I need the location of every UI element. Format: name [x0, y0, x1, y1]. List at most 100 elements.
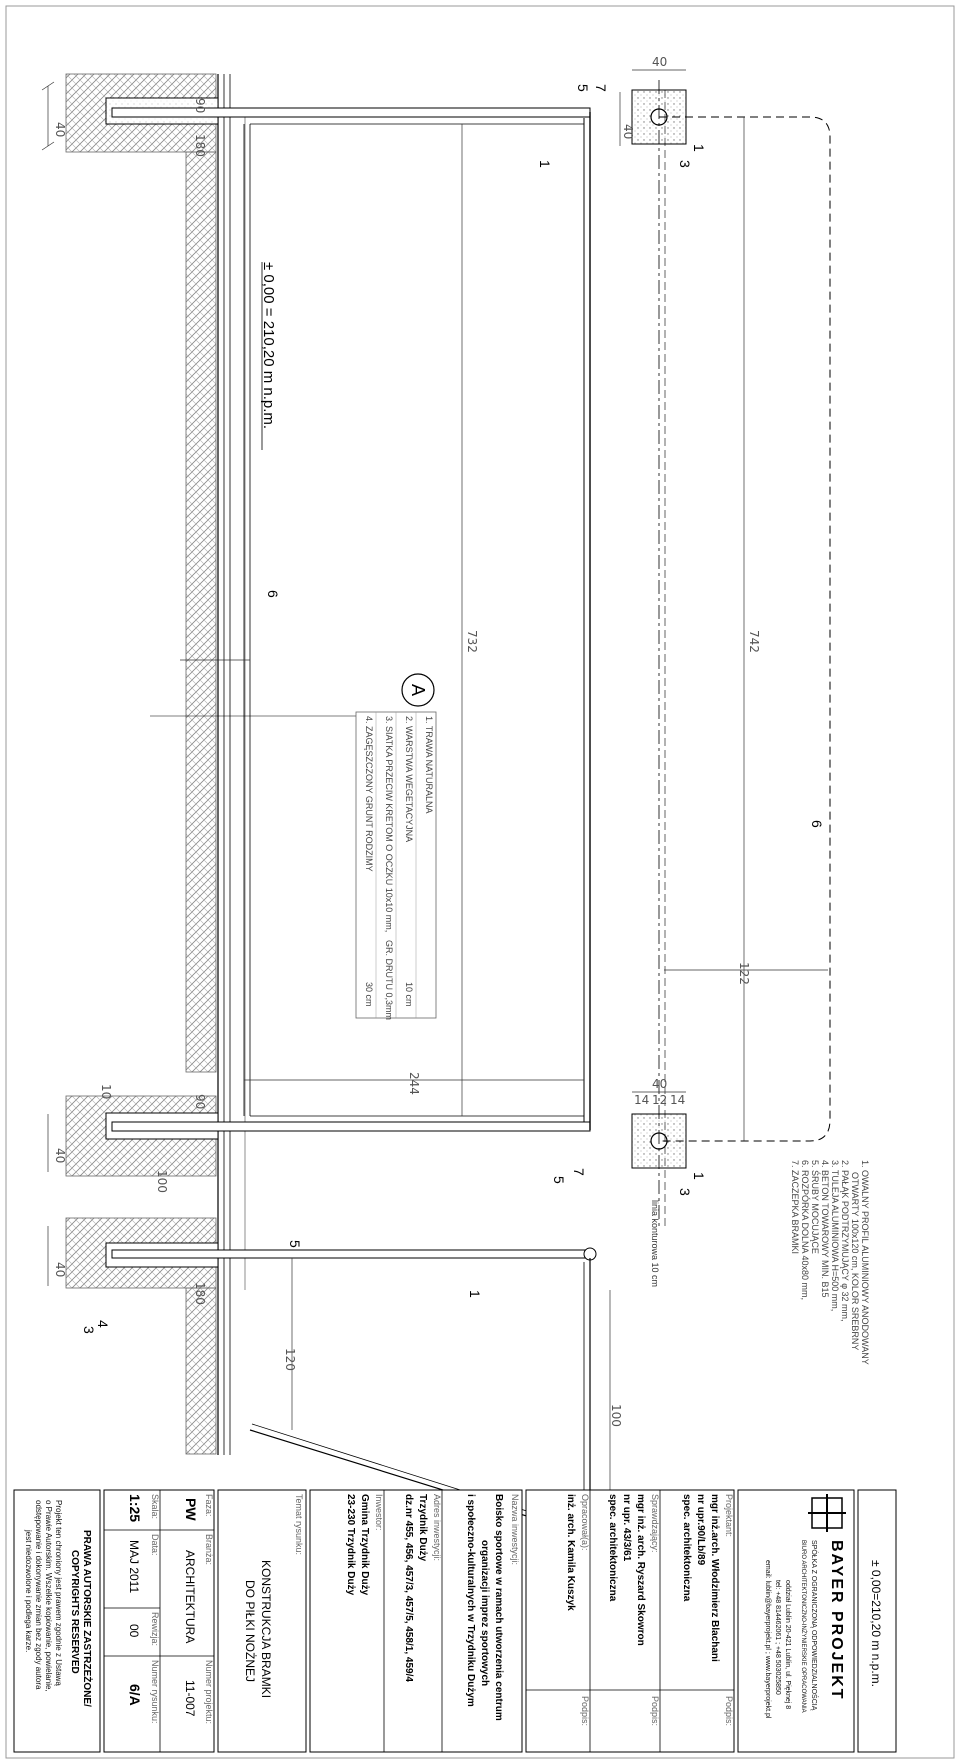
tb-temat-1: KONSTRUKCJA BRAMKI: [259, 1560, 273, 1698]
tb-company-phone: tel: +48 814462061 ; +48 503025850: [774, 1580, 781, 1695]
callout-7-bottom: 7: [571, 1168, 587, 1176]
tb-skala-label: Skala:: [150, 1494, 160, 1519]
tb-branza: ARCHITEKTURA: [183, 1550, 197, 1643]
tb-temat-label: Temat rysunku:: [294, 1494, 304, 1555]
dim-40-low: 40: [53, 1262, 67, 1277]
dim-732: 732: [465, 630, 479, 653]
callout-3-plan-bottom: 3: [677, 1188, 693, 1196]
dim-180-low: 180: [193, 1282, 207, 1305]
tb-podpis-3: Podpis:: [580, 1696, 590, 1726]
tb-sprawdzajacy-1: mgr inż. arch. Ryszard Skowron: [635, 1494, 646, 1646]
callout-6-net: 6: [265, 590, 281, 598]
tb-data-label: Data:: [150, 1534, 160, 1556]
callout-1-side: 1: [467, 1290, 483, 1298]
dim-90-top: 90: [193, 98, 207, 113]
tb-projektant-3: spec. architektoniczna: [681, 1494, 692, 1602]
callout-7-top: 7: [593, 84, 609, 92]
tb-inwestor-2: 23-230 Trzydnik Duży: [345, 1494, 356, 1596]
tb-inwestor-1: Gmina Trzydnik Duży: [359, 1494, 370, 1596]
tb-temat-2: DO PIŁKI NOŻNEJ: [243, 1580, 257, 1682]
dim-14-a: 14: [634, 1093, 649, 1107]
tb-copyright-title-2: COPYRIGHTS RESERVED: [69, 1550, 80, 1674]
callout-1-plan-bottom: 1: [691, 1172, 707, 1180]
tb-rewizja-label: Rewizja:: [150, 1612, 160, 1646]
callout-4-side: 4: [95, 1320, 111, 1328]
tb-elevation-box: [857, 1489, 897, 1753]
callout-3-side: 3: [81, 1326, 97, 1334]
tb-skala: 1:25: [127, 1494, 143, 1522]
layer-legend-1: 1. TRAWA NATURALNA: [424, 716, 434, 814]
callout-3-plan-top: 3: [677, 160, 693, 168]
tb-opracowal-label: Opracował(a):: [580, 1494, 590, 1551]
tb-people-box: [525, 1489, 735, 1753]
dim-100-side: 100: [609, 1404, 623, 1427]
tb-nazwa-3: i społeczno-kulturalnych w Trzydniku Duż…: [465, 1494, 476, 1707]
tb-faza: PW: [183, 1498, 199, 1521]
callout-6-plan: 6: [809, 820, 825, 828]
dim-14-b: 14: [670, 1093, 685, 1107]
layer-legend-4: 4. ZAGĘSZCZONY GRUNT RODZIMY: [364, 716, 374, 872]
tb-copyright-text-3: odstępowanie i dokonywanie zmian bez zgo…: [34, 1500, 43, 1690]
tb-branza-label: Branża:: [204, 1534, 214, 1565]
title-block: ± 0,00=210,20 m n.p.m. BAYER PROJEKT SPÓ…: [13, 1489, 897, 1753]
tb-opracowal-1: inż. arch. Kamila Kuszyk: [565, 1494, 576, 1611]
tb-adres-label: Adres inwestycji:: [432, 1494, 442, 1561]
tb-numer-projektu-label: Numer projektu:: [204, 1660, 214, 1724]
dim-100-mid: 100: [155, 1170, 169, 1193]
dim-10: 10: [99, 1084, 113, 1099]
soil-strip: [185, 151, 217, 1073]
dim-12: 12: [652, 1093, 667, 1107]
layer-value-2: GR. DRUTU 0,3mm: [384, 940, 394, 1020]
tb-adres-1: Trzydnik Duży: [417, 1494, 428, 1562]
parts-legend-7: 7. ZACZEPKA BRAMKI: [790, 1160, 800, 1254]
tb-info-box: [103, 1489, 215, 1753]
plan-dashed-frame: [659, 116, 831, 1142]
callout-1-plan-top: 1: [691, 144, 707, 152]
tb-company-subtitle2: BIURO ARCHITEKTONICZNO-INŻYNIERSKIE OPRA…: [800, 1540, 807, 1713]
goal-post-side: [111, 1249, 591, 1259]
dim-742: 742: [747, 630, 761, 653]
section-marker: A: [408, 684, 428, 696]
tb-sprawdzajacy-2: nr upr. 43/3/61: [621, 1494, 632, 1562]
dim-40-mid: 40: [53, 1148, 67, 1163]
sheet-border: [5, 5, 955, 1759]
tb-inwestor-label: Inwestor:: [374, 1494, 384, 1531]
goal-post-top: [111, 107, 591, 118]
tb-temat-box: [217, 1489, 307, 1753]
tb-rewizja: 00: [127, 1624, 141, 1638]
dim-120: 120: [283, 1348, 297, 1371]
soil-bottom-strip: [185, 1287, 217, 1455]
tb-projektant-2: nr upr.90/Lb/89: [695, 1494, 706, 1566]
tb-nazwa-label: Nazwa inwestycji:: [510, 1494, 520, 1565]
tb-podpis-2: Podpis:: [650, 1696, 660, 1726]
layer-legend-3: 3. SIATKA PRZECIW KRETOM O OCZKU 10x10 m…: [384, 716, 394, 932]
tb-company-subtitle: SPÓŁKA Z OGRANICZONĄ ODPOWIEDZIALNOŚCIĄ: [810, 1540, 819, 1711]
parts-legend-6: 6. ROZPÓRKA DOLNA 40x80 mm,: [800, 1160, 810, 1300]
dimension-lines: [41, 69, 828, 1528]
tb-copyright-text-2: o Prawie Autorskim. Wszelkie kopiowanie,…: [44, 1500, 53, 1692]
support-bow-inner: [251, 1262, 585, 1527]
goal-post-bottom: [111, 1121, 591, 1132]
tb-company-name: BAYER PROJEKT: [828, 1540, 845, 1701]
callout-5-bottom: 5: [551, 1176, 567, 1184]
tb-company-box: [737, 1489, 855, 1753]
tb-numer-projektu: 11-007: [183, 1680, 197, 1717]
tb-projektant-label: Projektant:: [724, 1494, 734, 1537]
elevation-note: ± 0,00 = 210,20 m n.p.m.: [260, 262, 277, 429]
tb-sprawdzajacy-3: spec. architektoniczna: [607, 1494, 618, 1602]
tb-podpis-1: Podpis:: [724, 1696, 734, 1726]
dim-122: 122: [737, 962, 751, 985]
parts-legend-1: 1. OWALNY PROFIL ALUMINIOWY ANODOWANY: [860, 1160, 870, 1365]
callout-5-top: 5: [575, 84, 591, 92]
dim-90-mid: 90: [193, 1094, 207, 1109]
dim-40-plan-side: 40: [621, 124, 635, 139]
dim-40-plan-top: 40: [652, 55, 667, 69]
tb-data: MAJ 2011: [127, 1540, 141, 1593]
parts-legend-3: 3. TULEJA ALUMINIOWA H=500 mm,: [830, 1160, 840, 1311]
tb-copyright-text-1: Projekt ten chroniony jest prawem zgodni…: [54, 1500, 63, 1686]
tb-faza-label: Faza:: [204, 1494, 214, 1517]
dim-40-top: 40: [53, 122, 67, 137]
tb-elevation: ± 0,00=210,20 m n.p.m.: [869, 1560, 883, 1687]
tb-copyright-box: [13, 1489, 101, 1753]
